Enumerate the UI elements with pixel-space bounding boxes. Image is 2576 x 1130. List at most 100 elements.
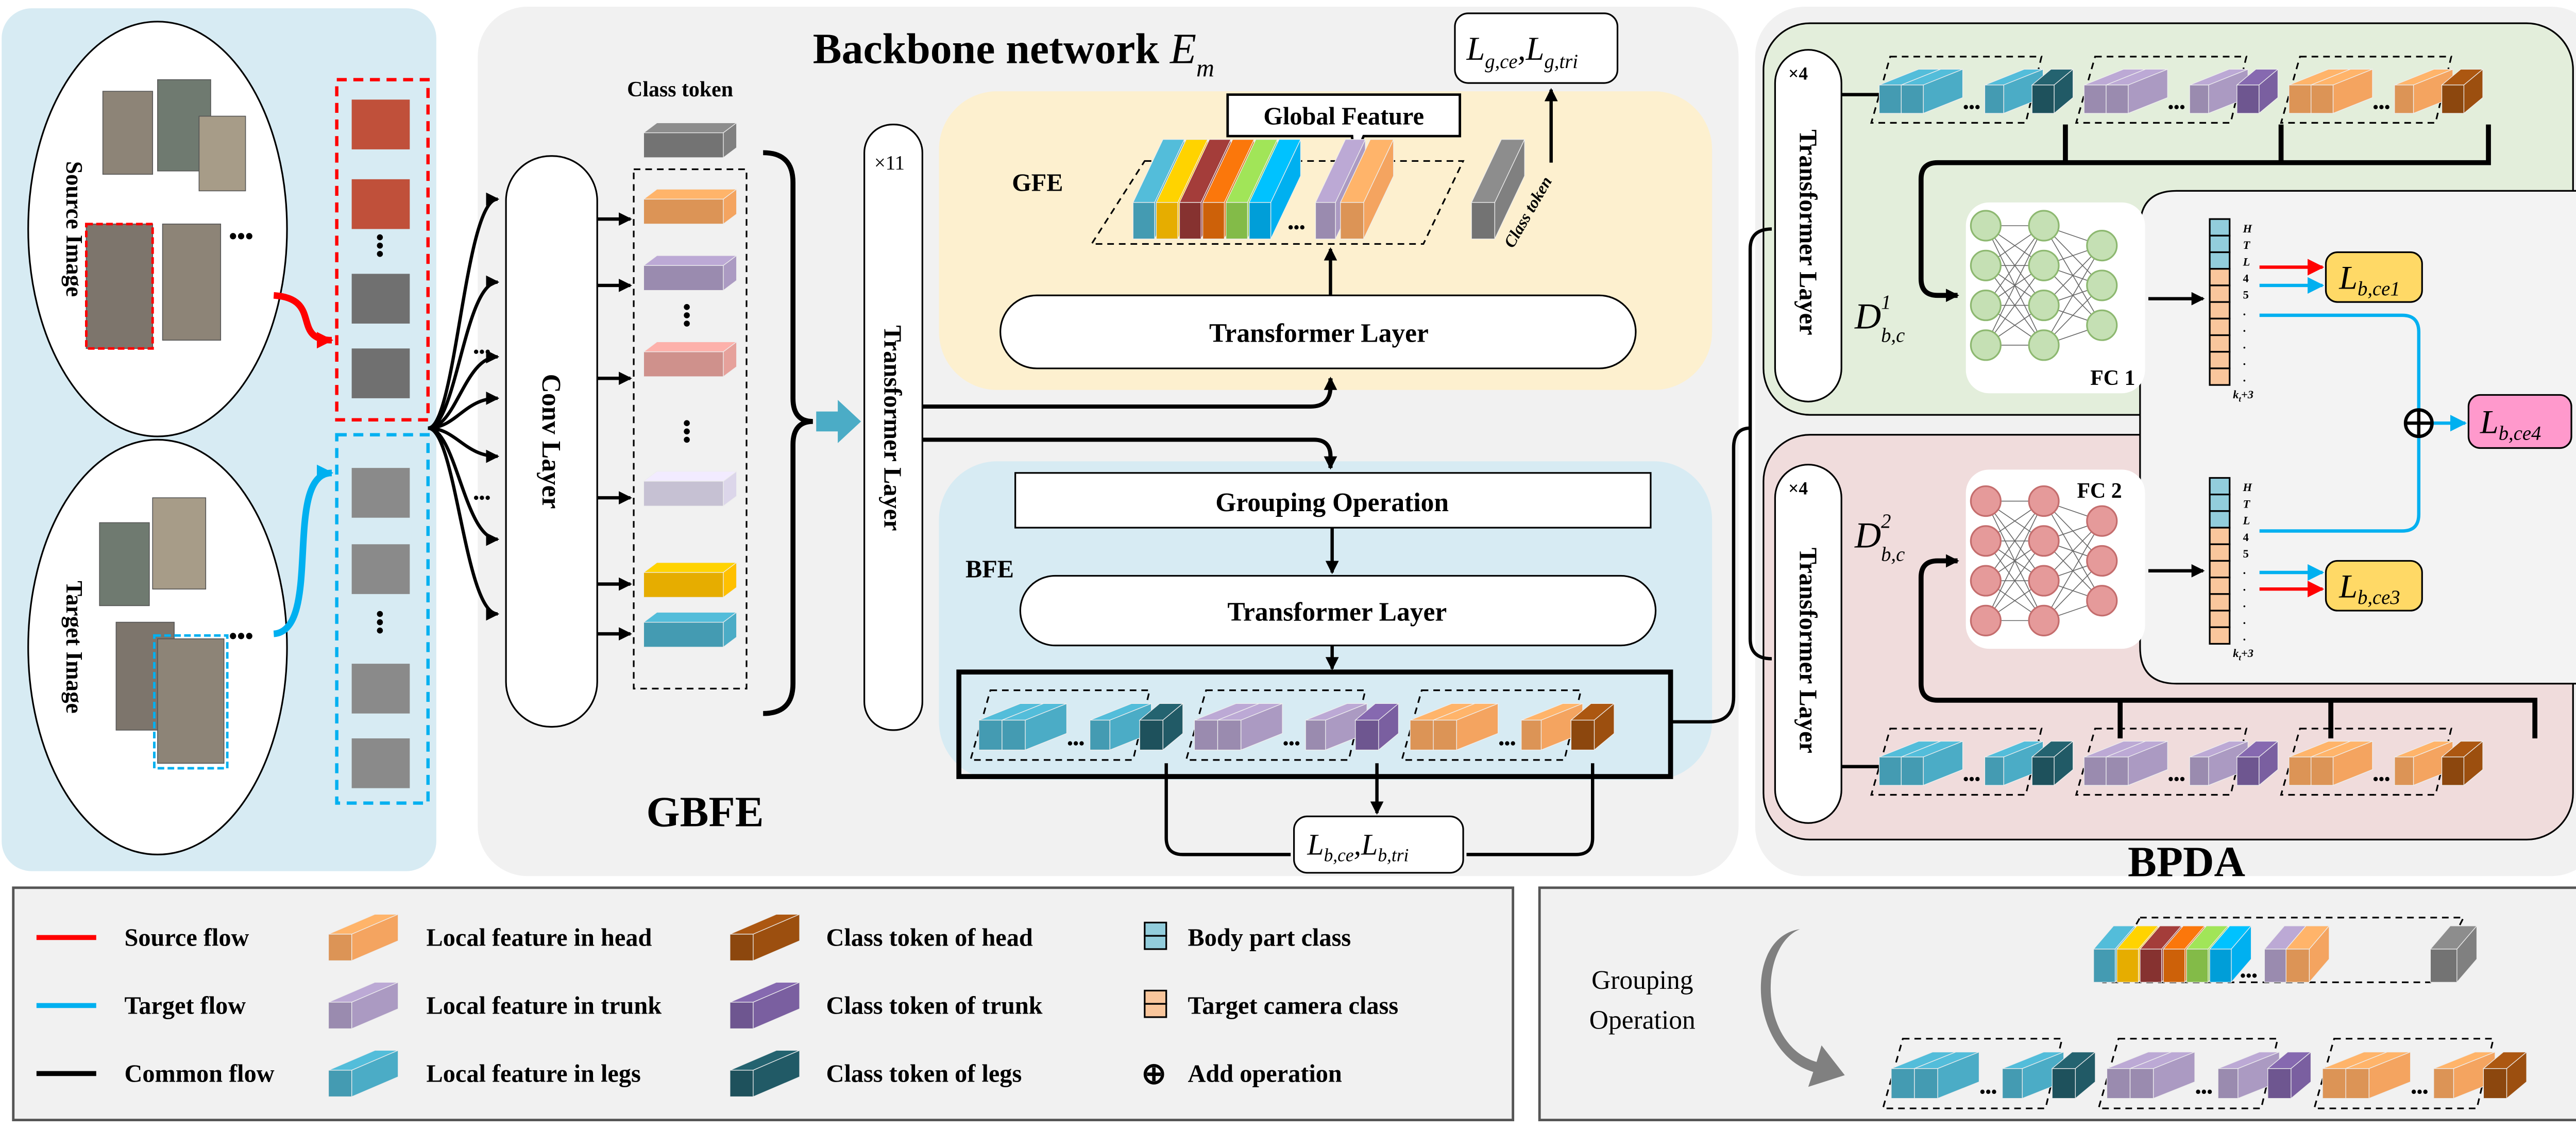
cuboid-front bbox=[2433, 1068, 2454, 1099]
fc2-network-icon bbox=[1970, 485, 2118, 636]
part-features-box bbox=[956, 669, 1673, 779]
global-feature-token bbox=[2285, 925, 2330, 984]
cuboid-front bbox=[2394, 85, 2414, 114]
nn-node bbox=[1970, 210, 2002, 242]
part-class-token bbox=[2051, 1051, 2096, 1100]
cuboid-front bbox=[328, 1070, 352, 1098]
legend-add-icon: ⊕ bbox=[1141, 1057, 1166, 1090]
source-patch bbox=[351, 274, 410, 324]
legend-local-label: Local feature in head bbox=[427, 924, 652, 951]
cuboid-front bbox=[2052, 1068, 2076, 1099]
part-loss-box bbox=[1293, 815, 1464, 874]
patch-to-conv-arrow bbox=[428, 426, 500, 463]
patch-token-cuboid bbox=[642, 470, 738, 507]
part-dots bbox=[2180, 105, 2185, 109]
source-patch bbox=[351, 348, 410, 398]
legend-token-label: Class token of head bbox=[826, 924, 1033, 951]
local-feature-token bbox=[1984, 740, 2044, 786]
legend-flow-label: Source flow bbox=[125, 924, 249, 951]
conv-layer bbox=[505, 155, 598, 728]
legend-class-cell bbox=[1144, 935, 1167, 950]
global-feature-label: Global Feature bbox=[1263, 103, 1424, 130]
cuboid-front bbox=[2483, 1068, 2507, 1099]
person-photo bbox=[99, 522, 150, 606]
local-feature-token bbox=[1901, 740, 1963, 786]
cuboid-front bbox=[1139, 719, 1163, 751]
part-class-token bbox=[1139, 702, 1184, 751]
cuboid-front bbox=[643, 481, 724, 507]
cuboid-front bbox=[1340, 202, 1364, 240]
vector-cell-label: H bbox=[2242, 222, 2252, 235]
source-crop-box bbox=[85, 223, 154, 350]
class-token bbox=[2429, 925, 2478, 984]
source-patch bbox=[351, 179, 410, 229]
class-token-cuboid bbox=[642, 122, 738, 159]
part-dots bbox=[2385, 105, 2389, 109]
person-photos bbox=[85, 79, 246, 770]
transformer-x11-label: ×11 bbox=[874, 153, 905, 174]
nn-edge bbox=[1985, 225, 2044, 306]
source-flow-arrow bbox=[273, 292, 334, 349]
target-more-dots: ••• bbox=[229, 623, 253, 649]
part-dots bbox=[1975, 777, 1980, 782]
legend-class-token-icon bbox=[730, 982, 800, 1030]
fan-dots bbox=[473, 495, 479, 500]
nn-edge bbox=[1985, 501, 2044, 581]
part-group-outline bbox=[1882, 1038, 2063, 1109]
part-group-outline bbox=[969, 689, 1151, 761]
patch-token-cuboid bbox=[642, 341, 738, 378]
part-group-outline bbox=[2075, 728, 2248, 796]
legend-local-feature-icon bbox=[328, 1050, 399, 1098]
bpda-top-tokens bbox=[1870, 56, 2484, 124]
part-dots bbox=[1963, 777, 1968, 782]
cuboid-front bbox=[1249, 202, 1272, 240]
part-group-outline bbox=[1185, 689, 1367, 761]
cuboid-front bbox=[328, 934, 352, 962]
nn-edge bbox=[2043, 245, 2103, 346]
target-patch bbox=[351, 738, 410, 788]
bpda-transformer-bottom bbox=[1774, 464, 1842, 824]
cuboid-front bbox=[1878, 756, 1902, 786]
cuboid-front bbox=[2289, 756, 2312, 786]
vector-cell-label: . bbox=[2243, 597, 2246, 610]
part-dots bbox=[2207, 1089, 2212, 1094]
cuboid-front bbox=[2002, 1068, 2023, 1099]
parts-to-bpda-arrows bbox=[1670, 227, 1772, 724]
nn-node bbox=[2086, 230, 2118, 262]
cuboid-front bbox=[2083, 85, 2107, 114]
vector-cell bbox=[2209, 560, 2231, 579]
grouping-dots bbox=[2252, 973, 2257, 978]
vector-cell-label: 4 bbox=[2243, 272, 2248, 284]
vector-cell bbox=[2209, 301, 2231, 319]
cuboid-front bbox=[978, 719, 1003, 751]
cuboid-front bbox=[1305, 719, 1326, 751]
k: k bbox=[2233, 388, 2239, 401]
local-feature-token bbox=[1901, 69, 1963, 114]
local-feature-token bbox=[2002, 1051, 2064, 1099]
cuboid-top bbox=[642, 341, 738, 352]
part-group-outline bbox=[2280, 56, 2452, 124]
cuboid-front bbox=[2430, 949, 2458, 983]
cuboid-front bbox=[1156, 202, 1178, 240]
conv-layer-label: Conv Layer bbox=[536, 374, 566, 509]
gfe-transformer-label: Transformer Layer bbox=[1209, 318, 1429, 348]
cuboid-front bbox=[2093, 949, 2116, 983]
part-group-outline bbox=[1400, 689, 1582, 761]
part-class-token bbox=[1570, 702, 1615, 751]
part-dots bbox=[1511, 741, 1515, 746]
cuboid-front bbox=[1901, 756, 1924, 786]
k: k bbox=[2233, 647, 2239, 660]
vector-cell-label: 5 bbox=[2243, 289, 2248, 301]
fc2-label: FC 2 bbox=[2077, 479, 2122, 503]
fan-dots bbox=[473, 349, 479, 354]
to-gfe-arrow bbox=[922, 377, 1337, 409]
cuboid-front bbox=[2285, 949, 2310, 983]
patch-to-conv-arrow bbox=[428, 426, 500, 546]
legend-flow-label: Common flow bbox=[125, 1060, 275, 1088]
bfe-label: BFE bbox=[965, 556, 1014, 583]
cuboid-front bbox=[1089, 719, 1110, 751]
vector-cell bbox=[2209, 527, 2231, 545]
fan-dots bbox=[480, 495, 484, 500]
